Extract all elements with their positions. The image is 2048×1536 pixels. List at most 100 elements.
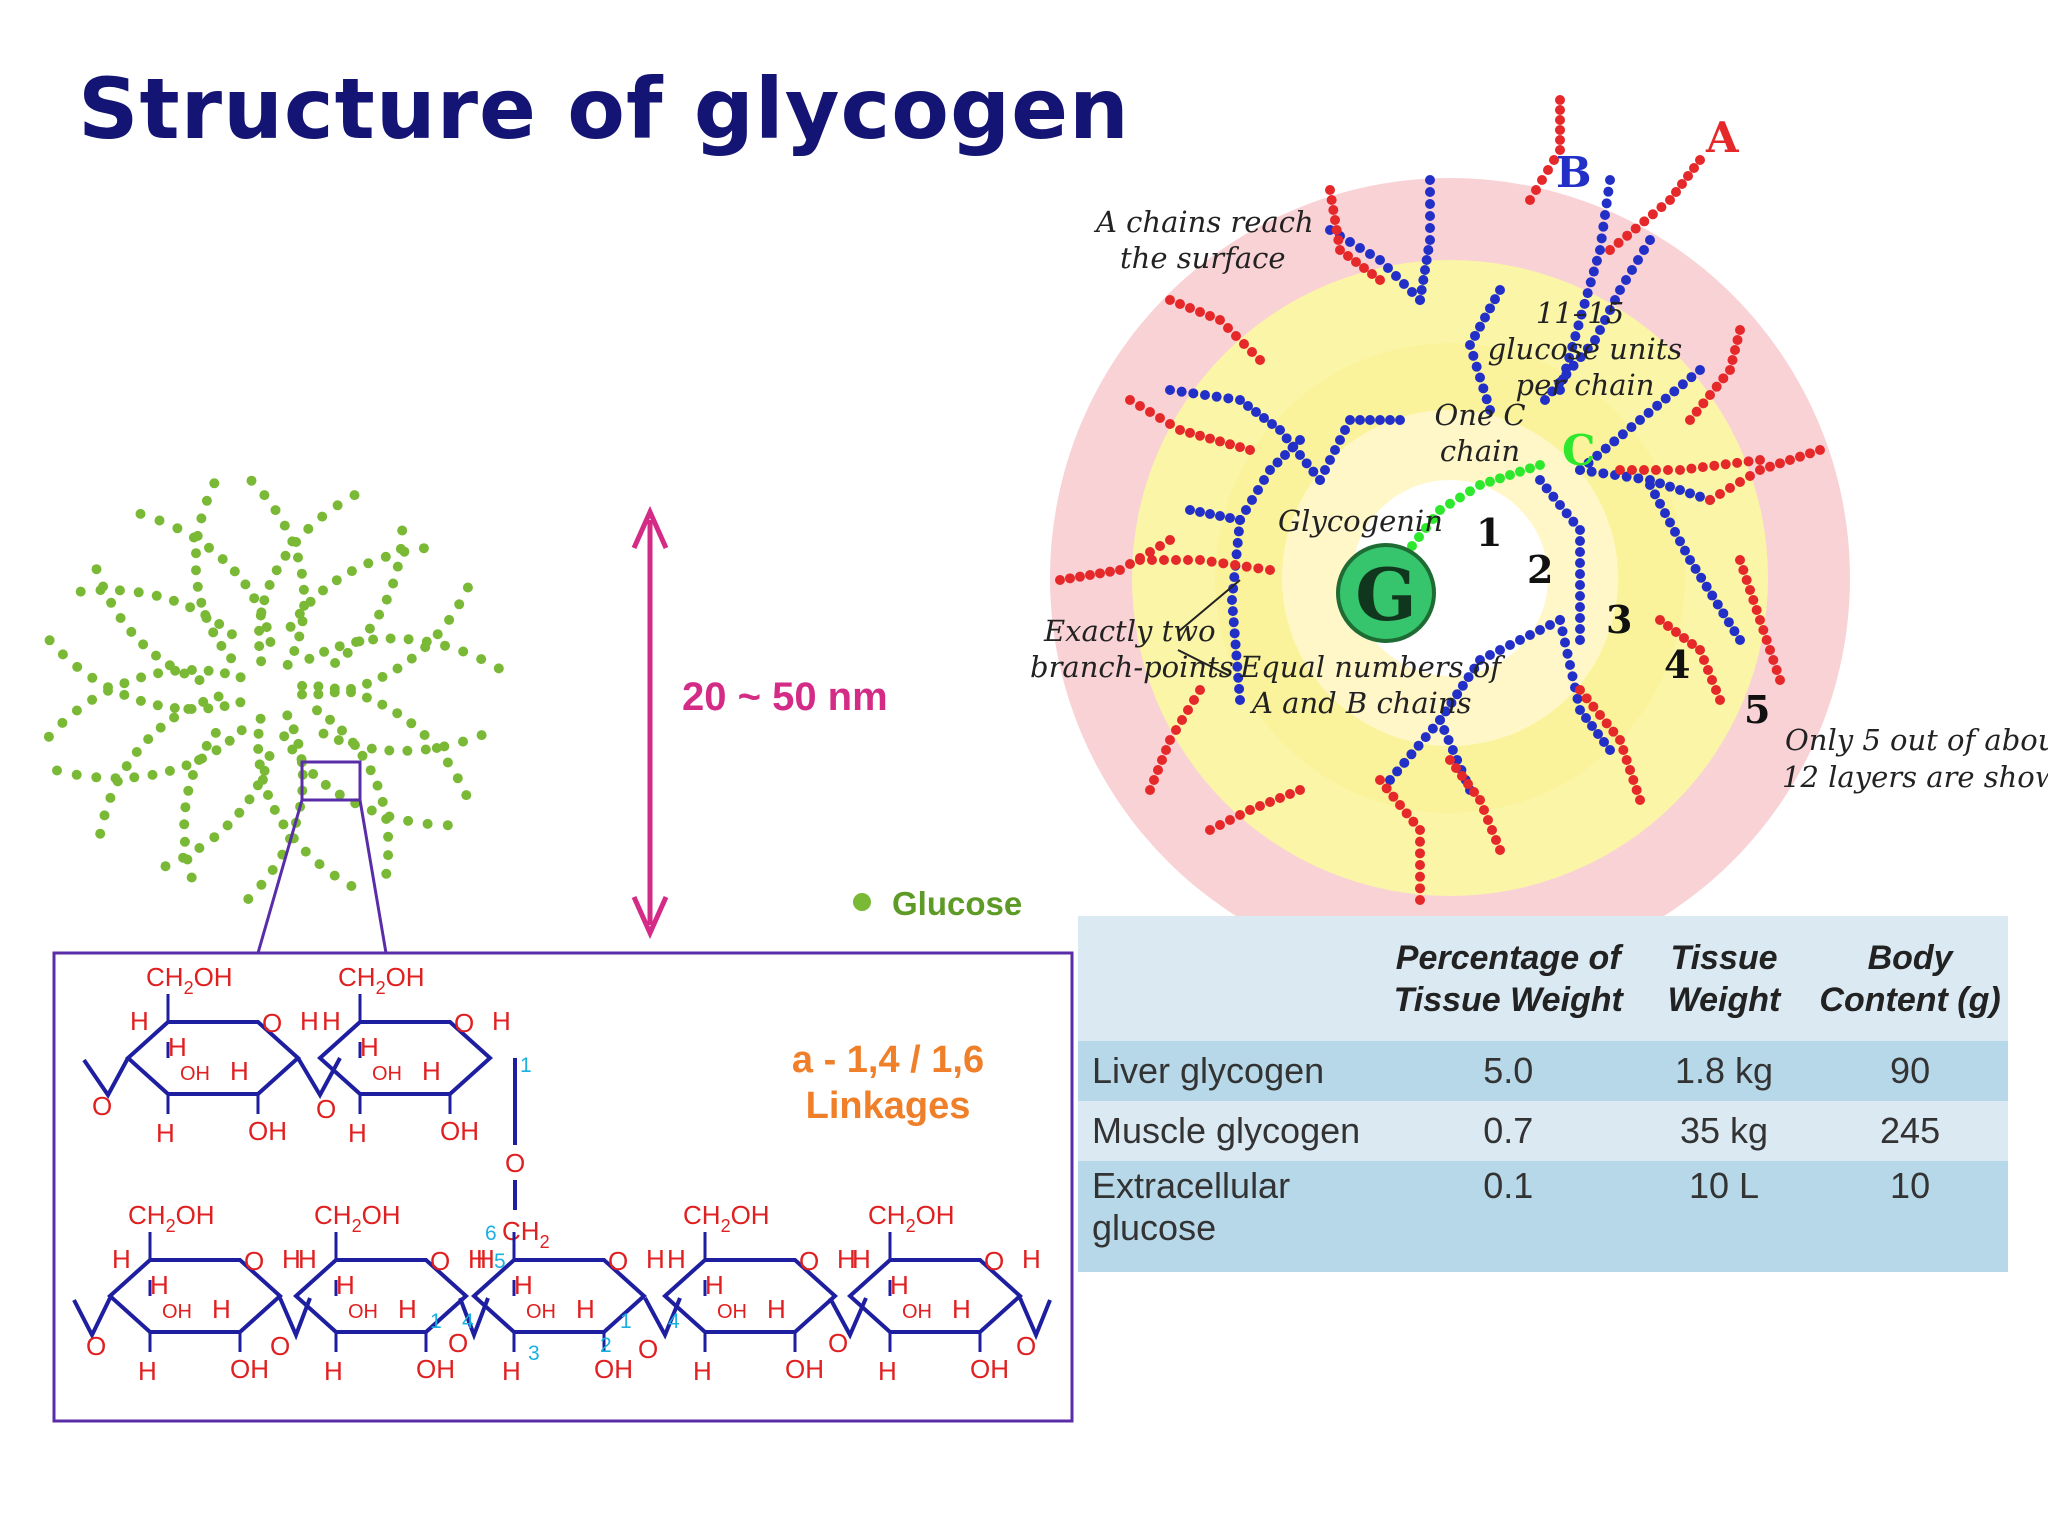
- annotation-one-c-1: One C: [1434, 398, 1525, 432]
- glucose-unit: [1440, 706, 1451, 717]
- glucose-unit: [1732, 457, 1743, 468]
- h-atom: H: [476, 1244, 495, 1274]
- glucose-unit: [1656, 202, 1667, 213]
- glucose-unit: [1425, 175, 1435, 185]
- glucose-unit: [1718, 373, 1729, 384]
- glucose-dot: [256, 879, 267, 890]
- table-header-body-content: Body Content (g): [1819, 938, 2001, 1019]
- h-atom: H: [230, 1056, 249, 1086]
- glucose-unit: [1428, 514, 1438, 524]
- ring-bonds: [703, 1232, 797, 1352]
- glucose-dot: [362, 678, 372, 689]
- glucose-dot: [354, 636, 365, 647]
- zoom-lines: [256, 799, 388, 954]
- glucose-unit: [1385, 775, 1395, 785]
- glucose-unit: [1195, 430, 1205, 441]
- ring-bonds: [888, 1232, 982, 1352]
- h-atom: H: [324, 1356, 343, 1386]
- glucose-dot: [216, 640, 227, 651]
- glucose-unit: [1555, 615, 1565, 625]
- glucose-dot: [294, 631, 305, 642]
- oh-group: OH: [162, 1301, 192, 1323]
- layer-number-2: 2: [1527, 547, 1553, 592]
- glucose-dot: [384, 745, 395, 756]
- glucose-dot: [155, 722, 166, 733]
- carbon-number: 4: [668, 1310, 680, 1333]
- glucose-unit: [1592, 450, 1603, 461]
- glucose-unit: [1600, 443, 1611, 454]
- layer-number-5: 5: [1744, 687, 1770, 732]
- glucose-dot: [222, 820, 233, 831]
- glucose-unit: [1267, 419, 1277, 429]
- glucose-unit: [1655, 615, 1665, 625]
- glucose-unit: [1743, 456, 1754, 467]
- glucose-unit: [1562, 648, 1573, 659]
- glucose-unit: [1418, 275, 1429, 285]
- glucose-dot: [493, 663, 504, 674]
- glucose-dot: [226, 629, 237, 640]
- oh-group: OH: [970, 1354, 1009, 1384]
- glucose-unit: [1185, 505, 1195, 515]
- glucose-unit: [1470, 330, 1480, 341]
- a-chain: [1575, 685, 1645, 805]
- glucose-unit: [1515, 635, 1525, 645]
- glucose-unit: [1383, 263, 1393, 273]
- glucose-unit: [1605, 245, 1615, 255]
- glucose-unit: [1447, 745, 1458, 755]
- glucose-dot: [421, 636, 432, 647]
- glucose-unit: [1468, 350, 1479, 361]
- glucose-dot: [44, 635, 55, 646]
- glucose-unit: [1415, 871, 1425, 882]
- glucose-unit: [1161, 745, 1171, 755]
- glucose-unit: [1235, 695, 1245, 705]
- ring-oxygen: O: [608, 1246, 628, 1276]
- h-atom: H: [398, 1294, 417, 1324]
- glucose-dot: [406, 718, 417, 729]
- carbon-number: 3: [528, 1342, 540, 1365]
- glucose-dot: [346, 566, 357, 577]
- glucose-dot: [201, 740, 212, 751]
- glucose-unit: [1367, 269, 1377, 279]
- a-chain: [1375, 775, 1425, 905]
- glucose-unit: [1598, 468, 1609, 479]
- glucose-dot: [419, 730, 430, 740]
- glucose-unit: [1590, 335, 1600, 345]
- glucose-dot: [91, 772, 102, 783]
- glucose-dot: [194, 675, 205, 686]
- glucose-unit: [1055, 575, 1065, 585]
- oh-group: OH: [785, 1354, 824, 1384]
- glucose-unit: [1435, 715, 1445, 725]
- glucose-dot: [72, 661, 83, 672]
- carbon-number: 1: [430, 1310, 442, 1333]
- glucose-unit: [1727, 355, 1738, 365]
- glucose-unit: [1392, 766, 1403, 777]
- glucose-unit: [1245, 445, 1255, 455]
- glycogenin-core: [1336, 543, 1436, 643]
- glucose-unit: [1388, 791, 1399, 802]
- glucose-unit: [1375, 275, 1385, 285]
- glucose-dot: [186, 665, 197, 675]
- carbon-number: 1: [520, 1054, 532, 1077]
- glucose-unit: [1715, 695, 1725, 705]
- glucose-unit: [1457, 771, 1467, 781]
- glucose-dot: [397, 525, 408, 536]
- glucose-unit: [1395, 800, 1405, 810]
- glucose-unit: [1465, 340, 1475, 350]
- glucose-dot: [71, 769, 82, 780]
- glucose-unit: [1451, 763, 1461, 773]
- a-chain: [1685, 325, 1745, 425]
- glucose-dot: [357, 750, 368, 761]
- glucose-unit: [1598, 221, 1609, 232]
- annotation-a-chains-2: the surface: [1120, 241, 1286, 275]
- glucose-unit: [1227, 595, 1237, 605]
- glucose-unit: [1325, 455, 1335, 465]
- glucose-unit: [1558, 374, 1569, 385]
- glucose-dot: [196, 513, 207, 524]
- glucose-unit: [1247, 495, 1257, 505]
- glucose-unit: [1707, 590, 1718, 601]
- glucose-unit: [1381, 783, 1392, 794]
- glucose-dot: [380, 551, 391, 562]
- c-chain: [1400, 460, 1545, 560]
- glucose-unit: [1385, 415, 1395, 425]
- glucose-unit: [1575, 525, 1585, 535]
